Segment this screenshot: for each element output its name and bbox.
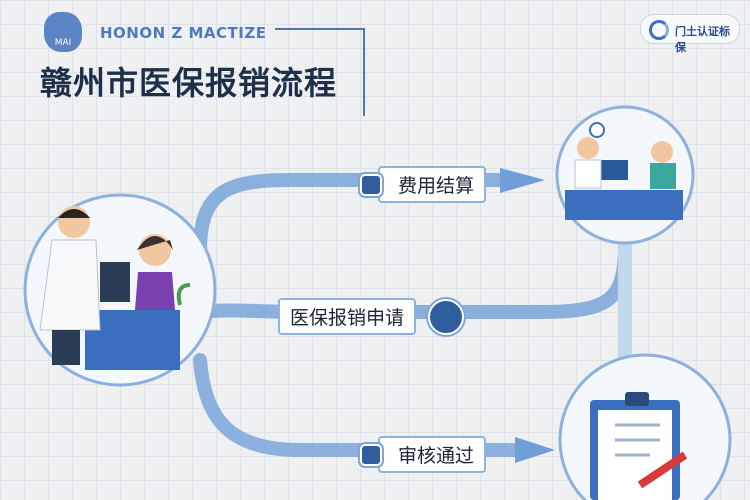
step-label: 医保报销申请 (278, 298, 417, 335)
flow-line-bottom (193, 353, 527, 457)
step-reimbursement-application: 医保报销申请 (278, 298, 465, 335)
title-divider (275, 28, 365, 116)
step-label: 审核通过 (378, 436, 487, 473)
step-fee-settlement: 费用结算 (360, 166, 487, 203)
billing-counter-illustration (555, 105, 695, 245)
logo: MAI (44, 12, 82, 52)
brand-name: HONON Z MACTIZE (100, 24, 267, 42)
arrow-head-bottom (515, 437, 555, 463)
approval-clipboard-illustration (558, 353, 732, 500)
certification-badge: 门土认证标保 (640, 14, 740, 54)
page-title: 赣州市医保报销流程 (40, 64, 338, 102)
document-icon (360, 443, 382, 466)
document-icon (360, 173, 382, 196)
step-review-approved: 审核通过 (360, 436, 487, 473)
arrow-head-top (500, 168, 545, 193)
lock-icon (428, 298, 465, 335)
badge-text: 门土认证标保 (675, 25, 730, 54)
badge-logo-icon (649, 20, 669, 40)
step-label: 费用结算 (378, 166, 487, 203)
doctor-patient-illustration (23, 193, 217, 387)
flow-line-top (193, 173, 507, 257)
